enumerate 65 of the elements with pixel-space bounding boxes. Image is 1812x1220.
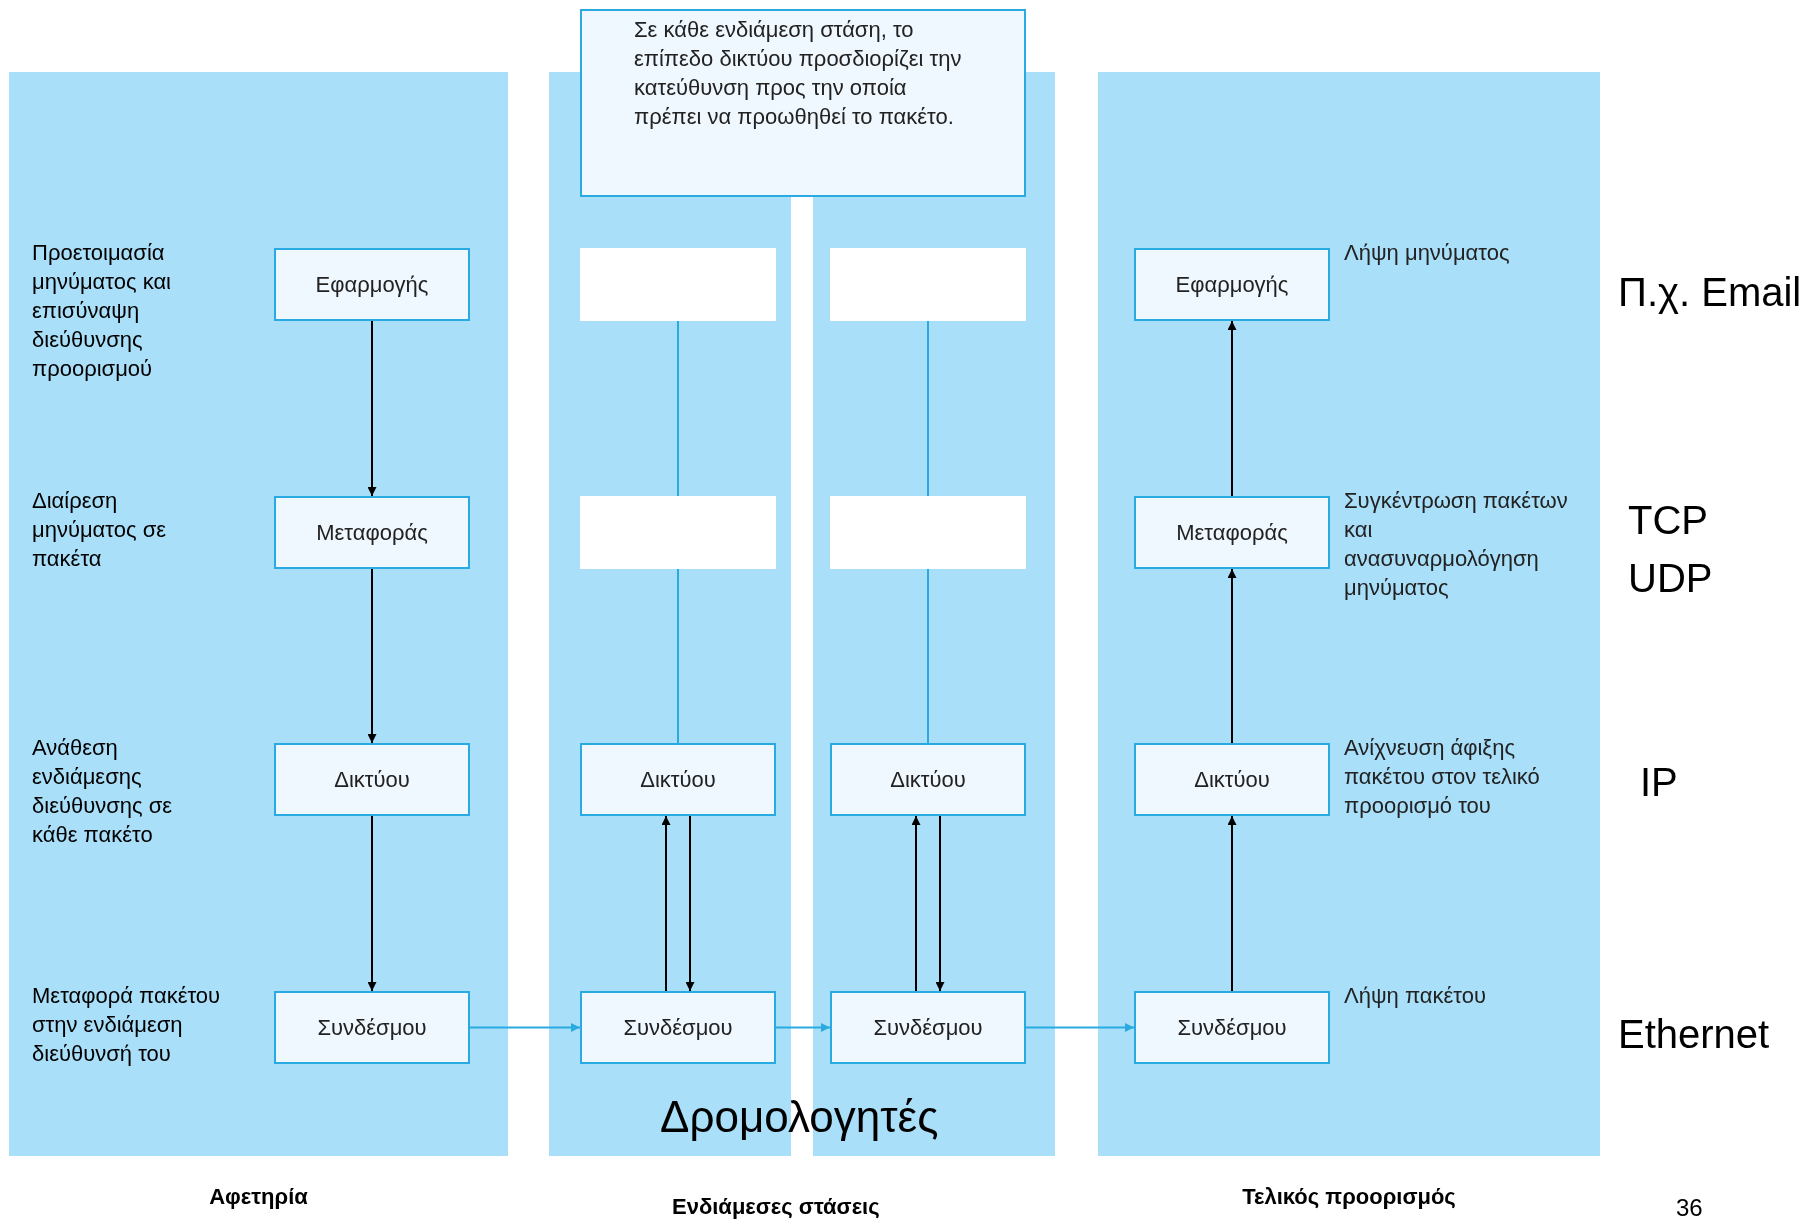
arrow	[935, 815, 945, 992]
arrow	[661, 815, 671, 992]
layer-box	[1134, 743, 1330, 816]
layer-box	[830, 991, 1026, 1064]
layer-name: Συνδέσμου	[317, 1014, 427, 1042]
protocol-label: Ethernet	[1618, 1011, 1770, 1058]
protocol-label: IP	[1640, 759, 1678, 806]
layer-name: Εφαρμογής	[315, 271, 429, 299]
connector-line	[927, 320, 929, 497]
arrow	[1227, 815, 1237, 992]
step-description: Προετοιμασία μηνύματος και επισύναψη διεύθυνσης προορισμού	[32, 239, 172, 383]
arrow	[775, 1023, 831, 1032]
empty-layer-box	[830, 496, 1026, 569]
layer-name: Δικτύου	[1194, 766, 1270, 794]
protocol-label: TCP	[1628, 497, 1708, 544]
column-title: Αφετηρία	[208, 1183, 309, 1211]
layer-name: Μεταφοράς	[1176, 519, 1288, 547]
connector-line	[677, 568, 679, 744]
empty-layer-box	[830, 248, 1026, 321]
layer-name: Δικτύου	[334, 766, 410, 794]
step-description: Διαίρεση μηνύματος σε πακέτα	[32, 487, 168, 573]
layer-name: Συνδέσμου	[1177, 1014, 1287, 1042]
layer-box	[1134, 991, 1330, 1064]
connector-line	[677, 320, 679, 497]
layer-name: Εφαρμογής	[1175, 271, 1289, 299]
arrow	[1227, 320, 1237, 497]
column-title: Ενδιάμεσες στάσεις	[672, 1193, 880, 1220]
group-label: Δρομολογητές	[660, 1091, 939, 1143]
protocol-label: Π.χ. Email	[1618, 269, 1802, 316]
layer-box	[1134, 496, 1330, 569]
empty-layer-box	[580, 248, 776, 321]
page-number: 36	[1676, 1193, 1703, 1220]
layer-name: Δικτύου	[640, 766, 716, 794]
layer-box	[274, 991, 470, 1064]
arrow	[469, 1023, 581, 1032]
arrow	[685, 815, 695, 992]
layer-box	[274, 496, 470, 569]
arrow	[367, 320, 377, 497]
protocol-label: UDP	[1628, 555, 1713, 602]
layer-box	[274, 248, 470, 321]
step-description: Ανάθεση ενδιάμεσης διεύθυνσης σε κάθε πακέτο	[32, 734, 174, 849]
layer-box	[830, 743, 1026, 816]
column-title: Τελικός προορισμός	[1241, 1183, 1457, 1211]
note-box	[580, 9, 1026, 197]
step-description: Ανίχνευση άφιξης πακέτου στον τελικό προορισμό του	[1344, 734, 1541, 820]
step-description: Συγκέντρωση πακέτων και ανασυναρμολόγηση μηνύματος	[1344, 487, 1569, 602]
layer-name: Συνδέσμου	[623, 1014, 733, 1042]
layer-name: Δικτύου	[890, 766, 966, 794]
arrow	[911, 815, 921, 992]
layer-box	[1134, 248, 1330, 321]
step-description: Λήψη πακέτου	[1344, 982, 1487, 1010]
layer-name: Μεταφοράς	[316, 519, 428, 547]
connector-line	[927, 568, 929, 744]
note-text: Σε κάθε ενδιάμεση στάση, το επίπεδο δικτύου προσδιορίζει την κατεύθυνση προς την οποία πρέπει να προωθηθεί το πακέτο.	[634, 17, 962, 129]
empty-layer-box	[580, 496, 776, 569]
arrow	[367, 815, 377, 992]
layer-name: Συνδέσμου	[873, 1014, 983, 1042]
layer-box	[274, 743, 470, 816]
arrow	[1025, 1023, 1135, 1032]
step-description: Μεταφορά πακέτου στην ενδιάμεση διεύθυνσή του	[32, 982, 222, 1068]
arrow	[1227, 568, 1237, 744]
layer-box	[580, 743, 776, 816]
step-description: Λήψη μηνύματος	[1344, 239, 1511, 267]
arrow	[367, 568, 377, 744]
layer-box	[580, 991, 776, 1064]
